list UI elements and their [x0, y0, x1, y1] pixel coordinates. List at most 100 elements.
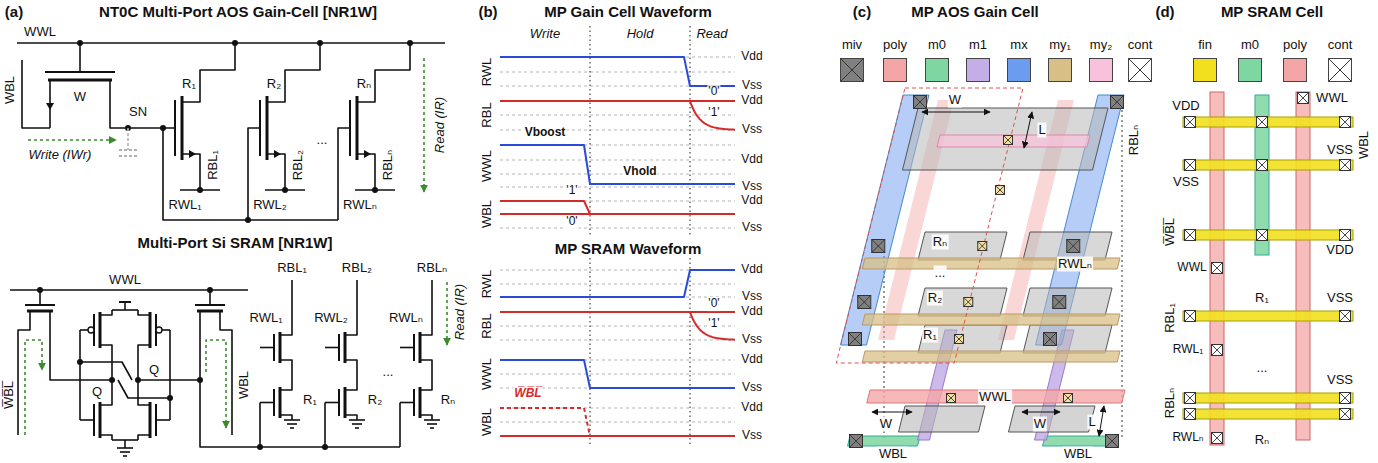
contact-cross: [1340, 160, 1351, 171]
legend-swatch: [1048, 58, 1072, 82]
signal-trace: [500, 435, 735, 437]
gate-lead: [260, 402, 274, 404]
waveform-label: Vss: [741, 79, 763, 93]
contact-cross: [1340, 311, 1351, 322]
transistor-plane: [899, 406, 986, 432]
read-bit-line: [431, 280, 433, 330]
my1-band: [862, 314, 1120, 325]
my2-band: [937, 135, 1090, 147]
via: [914, 96, 927, 109]
contact-cross: [947, 394, 956, 403]
gate-lead: [80, 329, 88, 331]
pmos-bubble: [156, 327, 162, 333]
gate-lead: [260, 347, 274, 349]
contact-cross: [1185, 393, 1196, 404]
via: [1044, 333, 1057, 346]
junction-dot: [77, 359, 83, 365]
contact-cross: [978, 242, 987, 251]
waveform-label: Write: [529, 27, 561, 42]
transistor-channel: [197, 310, 223, 313]
waveform-label: RWL: [480, 269, 495, 300]
junction-dot: [317, 40, 323, 46]
waveform-label: Vdd: [740, 50, 763, 64]
via-cross: [1053, 296, 1066, 309]
fin: [1183, 393, 1353, 403]
write-path: [25, 340, 42, 435]
waveform-label: Vss: [741, 381, 763, 395]
junction-dot: [372, 187, 378, 193]
contact-cross: [955, 335, 964, 344]
storage-capacitor: [119, 155, 137, 157]
fin: [1183, 160, 1353, 170]
storage-capacitor: [127, 128, 129, 150]
layout-label: RWLₙ: [1057, 257, 1093, 272]
layout-label: R₁: [1254, 291, 1270, 306]
junction-dot: [245, 217, 251, 223]
circuit-label: WWL: [108, 273, 142, 288]
grid-line: [500, 174, 735, 175]
circuit-label: Write (IWr): [28, 148, 93, 163]
fin: [1183, 311, 1353, 321]
circuit-label: RBL₂: [341, 261, 373, 276]
wire: [163, 128, 338, 220]
grid-line: [500, 115, 735, 116]
circuit-label: RWLₙ: [388, 311, 424, 326]
ground-symbol: [352, 423, 362, 425]
via-cross: [1067, 240, 1080, 253]
circuit-label: SN: [128, 105, 148, 120]
transistor-channel: [27, 310, 53, 313]
wire: [138, 311, 200, 380]
via-cross: [1053, 296, 1066, 309]
ground-symbol: [284, 419, 300, 421]
legend-text: my₁: [1049, 38, 1071, 53]
layout-label: WWL: [1315, 91, 1349, 106]
transistor-terminal: [100, 345, 112, 350]
via: [1111, 96, 1124, 109]
junction-dot: [232, 40, 238, 46]
contact-cross: [1212, 345, 1223, 356]
grid-line: [500, 160, 735, 161]
contact-cross: [996, 186, 1005, 195]
ground-symbol: [355, 427, 359, 429]
contact-cross: [1298, 93, 1309, 104]
contact-cross: [978, 242, 987, 251]
read-bit-line: [356, 280, 358, 330]
contact-cross: [1185, 230, 1196, 241]
transistor-channel: [344, 387, 347, 418]
phase-divider: [689, 258, 690, 446]
contact-cross: [1064, 394, 1073, 403]
layout-label: W̅B̅L̅: [1163, 217, 1178, 247]
ground-symbol: [290, 427, 294, 429]
contact-cross: [1298, 93, 1309, 104]
transistor-channel: [181, 96, 184, 160]
contact: [1257, 230, 1268, 241]
via-cross: [1106, 435, 1119, 448]
wire: [267, 43, 320, 102]
legend-cross: [841, 59, 863, 81]
transistor-gate: [45, 71, 115, 73]
legend-symbol: [1328, 58, 1352, 82]
poly-bar: [1296, 92, 1310, 440]
ground-symbol: [117, 447, 133, 449]
transistor-channel: [48, 79, 112, 82]
layout-label: RWL₁: [1172, 343, 1205, 357]
waveform-label: Vss: [741, 180, 763, 194]
contact: [1212, 345, 1223, 356]
wire: [137, 350, 139, 400]
transistor-terminal: [100, 400, 112, 405]
transistor-channel: [149, 312, 152, 348]
transistor-terminal: [420, 360, 432, 365]
fin: [1183, 409, 1353, 419]
contact-cross: [1340, 409, 1351, 420]
contact: [1340, 230, 1351, 241]
transistor-plane: [1023, 325, 1112, 353]
transistor-terminal: [138, 435, 150, 440]
circuit-label: RWL₂: [313, 311, 349, 326]
circuit-label: Rₙ: [356, 77, 373, 92]
junction-dot: [135, 377, 141, 383]
grid-line: [500, 422, 735, 423]
dimension-arrow: [1099, 406, 1104, 436]
contact-cross: [1212, 263, 1223, 274]
contact: [1185, 393, 1196, 404]
signal-trace: [690, 101, 735, 130]
